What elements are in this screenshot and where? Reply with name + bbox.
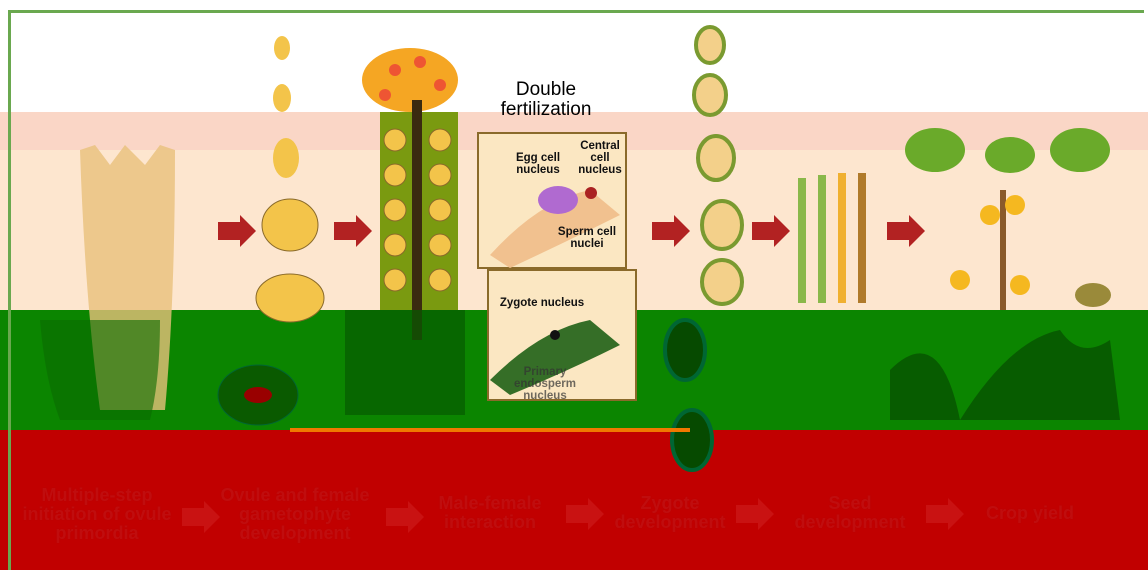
- zygote-development-illustration: [665, 27, 742, 470]
- stage-label-crop-yield: Crop yield: [970, 504, 1090, 523]
- primary-endosperm-nucleus-label: Primary endosperm nucleus: [500, 366, 590, 402]
- stage-label-zygote: Zygote development: [600, 494, 740, 532]
- seed-pod-illustration: [798, 173, 866, 303]
- zygote-nucleus-label: Zygote nucleus: [492, 297, 592, 309]
- divider-line: [290, 428, 690, 432]
- crop-plant-illustration: [890, 128, 1120, 420]
- sperm-cell-nuclei-label: Sperm cell nuclei: [553, 226, 621, 250]
- central-cell-nucleus-label: Central cell nucleus: [570, 140, 630, 176]
- double-fertilization-title: Double fertilization: [490, 80, 602, 120]
- stage-label-seed: Seed development: [775, 494, 925, 532]
- ovule-primordia-illustration: [40, 145, 175, 420]
- egg-cell-nucleus-label: Egg cell nucleus: [508, 152, 568, 176]
- stage-label-ovule-development: Ovule and female gametophyte development: [200, 486, 390, 543]
- stage-label-primordia: Multiple-step initiation of ovule primor…: [12, 486, 182, 543]
- stage-label-male-female: Male-female interaction: [420, 494, 560, 532]
